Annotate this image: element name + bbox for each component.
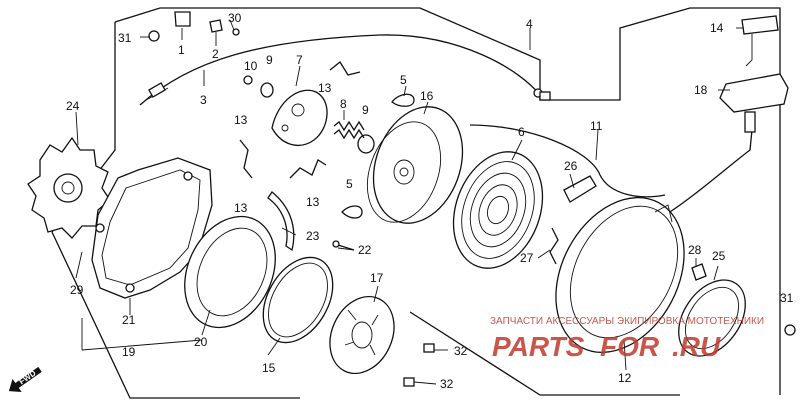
throttle-cable bbox=[139, 34, 753, 216]
callout-1: 1 bbox=[178, 43, 185, 57]
callout-4: 4 bbox=[526, 17, 533, 31]
callout-9: 9 bbox=[266, 53, 273, 67]
spring-clip-23 bbox=[267, 191, 295, 252]
rope-guide-27 bbox=[549, 227, 559, 265]
handle-25 bbox=[678, 279, 746, 357]
watermark-brand-right: .RU bbox=[672, 331, 721, 362]
callout-13c: 13 bbox=[306, 195, 320, 209]
callout-20: 20 bbox=[194, 335, 208, 349]
callout-13: 13 bbox=[318, 81, 332, 95]
snap-ring-15 bbox=[262, 256, 334, 344]
callout-17: 17 bbox=[370, 271, 384, 285]
callout-3: 3 bbox=[200, 93, 207, 107]
cap-14 bbox=[741, 15, 779, 35]
wire-spring-13a bbox=[329, 61, 361, 76]
clip-28 bbox=[691, 263, 707, 281]
pin-22 bbox=[332, 240, 355, 251]
callout-11: 11 bbox=[590, 119, 603, 133]
callout-30: 30 bbox=[228, 11, 242, 25]
clip-2 bbox=[209, 19, 223, 33]
callout-5: 5 bbox=[400, 73, 407, 87]
bolt-32a bbox=[423, 343, 435, 353]
callout-28: 28 bbox=[688, 243, 702, 257]
callout-2: 2 bbox=[212, 47, 219, 61]
cap-lead bbox=[745, 34, 753, 67]
switch-box-18 bbox=[719, 73, 789, 133]
pawl-5b bbox=[341, 205, 363, 219]
watermark: ЗАПЧАСТИ АКСЕССУАРЫ ЭКИПИРОВКА МОТОТЕХНИ… bbox=[490, 316, 764, 362]
washer-9b bbox=[357, 134, 375, 154]
callout-24: 24 bbox=[66, 99, 80, 113]
watermark-brand-left: PARTS bbox=[492, 331, 585, 362]
callout-23: 23 bbox=[306, 229, 320, 243]
callout-8: 8 bbox=[340, 97, 347, 111]
callout-26: 26 bbox=[564, 159, 578, 173]
fwd-direction-arrow: FWD bbox=[8, 366, 42, 392]
callout-5b: 5 bbox=[346, 177, 353, 191]
callout-27: 27 bbox=[520, 251, 534, 265]
callout-6: 6 bbox=[518, 125, 525, 139]
leader-lines bbox=[75, 19, 744, 385]
bolt-32b bbox=[403, 377, 415, 387]
washer-9a bbox=[260, 82, 274, 98]
screw-30 bbox=[232, 28, 240, 36]
callout-labels: 31 1 2 30 3 4 7 9 10 13 8 9 5 16 6 11 13… bbox=[66, 11, 794, 391]
spring-8 bbox=[333, 120, 365, 140]
callout-12: 12 bbox=[618, 371, 632, 385]
bolt-31b bbox=[784, 324, 796, 336]
callout-18: 18 bbox=[694, 83, 708, 97]
bracket-1 bbox=[174, 11, 191, 27]
callout-7: 7 bbox=[296, 53, 303, 67]
starter-case-12 bbox=[555, 196, 685, 354]
watermark-brand-mid: FOR bbox=[600, 331, 660, 362]
callout-15: 15 bbox=[262, 361, 276, 375]
callout-31b: 31 bbox=[780, 291, 794, 305]
callout-10: 10 bbox=[244, 59, 258, 73]
pulley-star-24 bbox=[27, 136, 111, 239]
callout-13b: 13 bbox=[234, 113, 248, 127]
watermark-tagline: ЗАПЧАСТИ АКСЕССУАРЫ ЭКИПИРОВКА МОТОТЕХНИ… bbox=[490, 316, 764, 327]
callout-13d: 13 bbox=[234, 201, 248, 215]
wire-spring-13c bbox=[289, 159, 327, 179]
callout-16: 16 bbox=[420, 89, 434, 103]
plate-7 bbox=[271, 89, 328, 146]
ratchet-disk-17 bbox=[329, 295, 395, 375]
callout-29: 29 bbox=[70, 283, 84, 297]
bolt-31a bbox=[148, 30, 160, 42]
callout-9b: 9 bbox=[362, 103, 369, 117]
callout-31: 31 bbox=[118, 31, 132, 45]
clip-26 bbox=[563, 175, 597, 203]
callout-32: 32 bbox=[454, 344, 468, 358]
callout-25: 25 bbox=[712, 249, 726, 263]
callout-32b: 32 bbox=[440, 377, 454, 391]
coil-spring-6 bbox=[452, 151, 544, 269]
callout-19: 19 bbox=[122, 345, 136, 359]
pawl-5a bbox=[391, 93, 415, 107]
callout-14: 14 bbox=[710, 21, 724, 35]
washer-10 bbox=[243, 75, 253, 85]
callout-21: 21 bbox=[122, 313, 136, 327]
wire-spring-13b bbox=[239, 139, 253, 179]
reel-16 bbox=[366, 106, 464, 224]
callout-22: 22 bbox=[358, 243, 372, 257]
ring-20 bbox=[184, 215, 276, 329]
